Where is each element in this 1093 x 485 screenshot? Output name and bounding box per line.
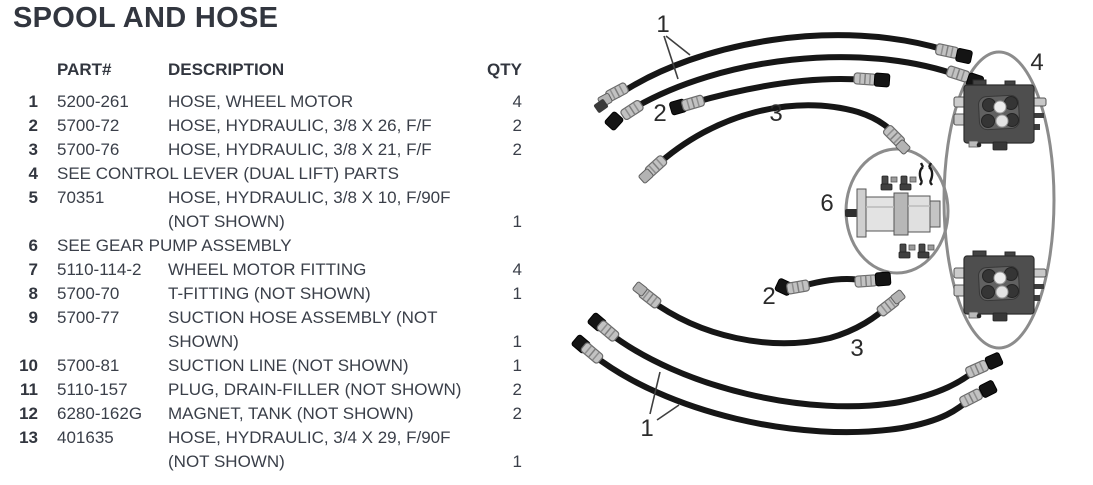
table-row: 9 5700-77 SUCTION HOSE ASSEMBLY (NOT SHO…: [0, 306, 560, 354]
part-number: 5700-76: [57, 140, 120, 159]
table-row: 8 5700-70 T-FITTING (NOT SHOWN) 1: [0, 282, 560, 306]
part-description: SEE GEAR PUMP ASSEMBLY: [57, 236, 292, 255]
part-description: MAGNET, TANK (NOT SHOWN): [168, 404, 414, 423]
hose-hydraulic-26-bottom: [773, 271, 892, 297]
hose-wheel-motor-bottom-2: [570, 333, 999, 436]
part-description: WHEEL MOTOR FITTING: [168, 260, 367, 279]
gear-pump-assembly: [845, 162, 941, 259]
part-qty: 1: [512, 452, 522, 471]
hose-wheel-motor-bottom-1: [586, 311, 1004, 410]
callout-2-bottom: 2: [762, 283, 775, 310]
table-row: 3 5700-76 HOSE, HYDRAULIC, 3/8 X 21, F/F…: [0, 138, 560, 162]
part-description: PLUG, DRAIN-FILLER (NOT SHOWN): [168, 380, 462, 399]
header-part: PART#: [57, 60, 112, 79]
table-row: 6 SEE GEAR PUMP ASSEMBLY: [0, 234, 560, 258]
part-qty: 4: [512, 260, 522, 279]
control-valve-bottom: [953, 250, 1047, 322]
part-number: 70351: [57, 188, 105, 207]
part-number: 5110-114-2: [57, 260, 142, 279]
part-qty: 1: [512, 284, 522, 303]
item-number: 7: [28, 260, 38, 279]
part-description: T-FITTING (NOT SHOWN): [168, 284, 371, 303]
callout-2-top: 2: [653, 100, 666, 127]
part-qty: 2: [512, 404, 522, 423]
part-number: 5700-81: [57, 356, 120, 375]
part-number: 401635: [57, 428, 114, 447]
item-number: 6: [28, 236, 38, 255]
callout-1-top: 1: [656, 11, 669, 38]
parts-diagram: 1 2 3 4 6 2 3 1: [570, 11, 1056, 442]
item-number: 12: [19, 404, 38, 423]
item-number: 3: [28, 140, 38, 159]
part-number: 5700-72: [57, 116, 120, 135]
part-qty: 1: [512, 212, 522, 231]
hose-hydraulic-21-bottom: [631, 280, 907, 347]
part-qty: 1: [512, 356, 522, 375]
table-row: 11 5110-157 PLUG, DRAIN-FILLER (NOT SHOW…: [0, 378, 560, 402]
part-qty: 2: [512, 116, 522, 135]
table-row: 2 5700-72 HOSE, HYDRAULIC, 3/8 X 26, F/F…: [0, 114, 560, 138]
callout-1-bottom: 1: [640, 415, 653, 442]
item-number: 1: [28, 92, 38, 111]
callout-leader-lines: [649, 35, 691, 421]
control-valve-top: [953, 79, 1047, 151]
hose-hydraulic-21-top: [637, 102, 912, 185]
part-number: 5200-261: [57, 92, 129, 111]
item-number: 8: [28, 284, 38, 303]
item-number: 13: [19, 428, 38, 447]
hose-wheel-motor-top-1: [594, 32, 974, 113]
table-header: PART# DESCRIPTION QTY: [0, 58, 560, 82]
hose-wheel-motor-top-2: [603, 54, 985, 132]
part-qty: 1: [512, 332, 522, 351]
part-description: HOSE, HYDRAULIC, 3/8 X 10, F/90F (NOT SH…: [168, 188, 451, 231]
callout-6-pump: 6: [820, 190, 833, 217]
callout-3-bottom: 3: [850, 335, 863, 362]
table-row: 7 5110-114-2 WHEEL MOTOR FITTING 4: [0, 258, 560, 282]
part-number: 5110-157: [57, 380, 128, 399]
table-row: 10 5700-81 SUCTION LINE (NOT SHOWN) 1: [0, 354, 560, 378]
part-number: 6280-162G: [57, 404, 143, 423]
header-description: DESCRIPTION: [168, 60, 285, 79]
item-number: 2: [28, 116, 38, 135]
part-description: HOSE, HYDRAULIC, 3/8 X 21, F/F: [168, 140, 432, 159]
clamp-fitting: [918, 162, 934, 186]
item-number: 4: [28, 164, 38, 183]
item-number: 9: [28, 308, 38, 327]
part-description: HOSE, HYDRAULIC, 3/4 X 29, F/90F (NOT SH…: [168, 428, 451, 471]
part-number: 5700-70: [57, 284, 120, 303]
part-number: 5700-77: [57, 308, 120, 327]
hose-hydraulic-26-top: [668, 71, 891, 116]
part-qty: 4: [512, 92, 522, 111]
item-number: 10: [19, 356, 38, 375]
part-description: HOSE, WHEEL MOTOR: [168, 92, 354, 111]
table-row: 4 SEE CONTROL LEVER (DUAL LIFT) PARTS: [0, 162, 560, 186]
part-qty: 2: [512, 380, 522, 399]
table-row: 1 5200-261 HOSE, WHEEL MOTOR 4: [0, 90, 560, 114]
valve-group-ellipse: [942, 50, 1056, 350]
part-description: SEE CONTROL LEVER (DUAL LIFT) PARTS: [57, 164, 399, 183]
callout-3-top: 3: [769, 100, 782, 127]
parts-table: PART# DESCRIPTION QTY 1 5200-261 HOSE, W…: [0, 58, 560, 474]
table-row: 12 6280-162G MAGNET, TANK (NOT SHOWN) 2: [0, 402, 560, 426]
part-qty: 2: [512, 140, 522, 159]
table-row: 13 401635 HOSE, HYDRAULIC, 3/4 X 29, F/9…: [0, 426, 560, 474]
part-description: SUCTION LINE (NOT SHOWN): [168, 356, 409, 375]
table-rows: 1 5200-261 HOSE, WHEEL MOTOR 4 2 5700-72…: [0, 90, 560, 474]
callout-4-valve: 4: [1030, 49, 1043, 76]
part-description: HOSE, HYDRAULIC, 3/8 X 26, F/F: [168, 116, 432, 135]
item-number: 5: [28, 188, 38, 207]
header-qty: QTY: [487, 60, 522, 79]
part-description: SUCTION HOSE ASSEMBLY (NOT SHOWN): [168, 308, 438, 351]
item-number: 11: [20, 380, 38, 399]
table-row: 5 70351 HOSE, HYDRAULIC, 3/8 X 10, F/90F…: [0, 186, 560, 234]
page-title: SPOOL AND HOSE: [13, 2, 279, 34]
